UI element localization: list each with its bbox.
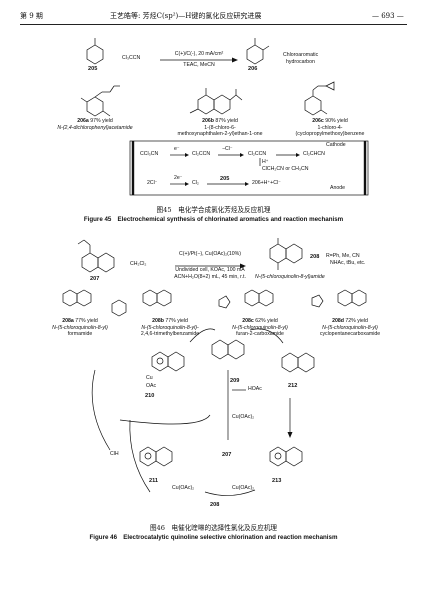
label-207: 207	[90, 276, 100, 282]
mech-cl2ccn-1: Cl₂CCN	[192, 151, 211, 157]
ex-206c-name-2: (cyclopropylmethoxy)benzene	[295, 131, 365, 137]
product-name-208: N-(5-chloroquinolin-8-yl)amide	[255, 274, 325, 280]
mech-proton: H⁺	[262, 159, 269, 165]
ex-208a-label: 208a	[62, 318, 74, 324]
benzene-206	[246, 38, 270, 65]
mech-bottom: ClCH₂CN or CH₃CN	[262, 166, 309, 172]
mech-minus-cl: −Cl⁻	[222, 146, 233, 152]
mech-electron: e⁻	[174, 146, 180, 152]
product-desc-2: hydrocarbon	[286, 59, 315, 65]
cycle-cuoac2-c: Cu(OAc)₂	[232, 485, 255, 491]
cycle-clh: ClH	[110, 451, 119, 457]
anode-2e: 2e⁻	[174, 175, 183, 181]
caption-45-cn: 图45 电化学合成氯化芳烃及反应机理	[156, 206, 271, 214]
cycle-oac-210: OAc	[146, 383, 157, 389]
ex-208c: 208c 62% yield	[220, 318, 300, 325]
cycle-211: 211	[149, 478, 159, 484]
ex-206b-name-1: 1-(8-chloro-6-	[204, 125, 236, 131]
ex-206a: 206a 97% yield	[50, 118, 140, 125]
ex-206c-yield: 90% yield	[325, 118, 348, 124]
ex-208d-yield: 72% yield	[345, 318, 368, 324]
caption-46-en: Figure 46 Electrocatalytic quinoline sel…	[89, 534, 338, 541]
anode-205: 205	[220, 176, 230, 182]
conditions-bottom-45: TEAC, MeCN	[183, 62, 215, 68]
cycle-hoac: HOAc	[248, 386, 262, 392]
ex-206c-name-1: 1-chloro-4-	[317, 125, 343, 131]
label-205: 205	[88, 66, 98, 72]
reagent-cl3ccn: Cl₃CCN	[122, 55, 141, 61]
ex-206b-yield: 87% yield	[215, 118, 238, 124]
ex-206c: 206c 90% yield	[280, 118, 380, 125]
ex-208c-name-2: furan-2-carboxamide	[236, 331, 284, 337]
ex-208a-name-2: formamide	[67, 331, 93, 337]
r-definition: R=Ph, Me, CN	[326, 253, 360, 259]
ex-208a-name-1: N-(5-chloroquinolin-8-yl)	[52, 325, 108, 331]
cycle-209: 209	[230, 378, 240, 384]
ex-206b: 206b 87% yield	[165, 118, 275, 125]
reagent-ch2cl2: CH₂Cl₂	[130, 261, 147, 267]
benzene-205	[86, 38, 104, 65]
ex-208b: 208b 77% yield	[130, 318, 210, 325]
cycle-210: 210	[145, 393, 155, 399]
ex-208a: 208a 77% yield	[40, 318, 120, 325]
cycle-cu-210: Cu	[146, 375, 153, 381]
ex-208d-name-2: cyclopentanecarboxamide	[319, 331, 381, 337]
cycle-208: 208	[210, 502, 220, 508]
caption-46-cn: 图46 电催化喹啉的选择性氯化及反应机理	[149, 524, 278, 532]
structure-206c	[304, 81, 335, 116]
cathode-label: Cathode	[326, 142, 346, 148]
ex-206a-yield: 97% yield	[90, 118, 113, 124]
label-208: 208	[310, 254, 320, 260]
structure-206b	[189, 88, 243, 115]
mechanism-box	[129, 140, 369, 196]
conditions-top-45: C(+)/C(-), 20 mA/cm²	[174, 51, 224, 57]
anode-2cl: 2Cl⁻	[147, 180, 158, 186]
ex-206a-label: 206a	[77, 118, 89, 124]
quinoline-208	[269, 238, 303, 270]
ex-208a-yield: 77% yield	[75, 318, 98, 324]
structure-206a	[80, 85, 120, 117]
mech-cl3ccn: CCl₃CN	[140, 151, 159, 157]
ex-208b-label: 208b	[152, 318, 164, 324]
product-desc-1: Chloroaromatic	[283, 52, 319, 58]
catalytic-cycle	[91, 328, 315, 496]
ex-208b-name-1: N-(5-chloroquinolin-8-yl)-	[141, 325, 199, 331]
ex-206a-name: N-(2,4-dichlorophenyl)acetamide	[57, 125, 133, 131]
cycle-213: 213	[272, 478, 282, 484]
running-title: 王艺皓等: 芳烃C(sp²)—H键的氯化反应研究进展	[110, 12, 262, 20]
structures-208a-d	[62, 289, 367, 317]
page-number: — 693 —	[372, 12, 404, 20]
ex-208b-name-2: 2,4,6-trimethylbenzamide	[140, 331, 200, 337]
caption-45-en: Figure 45 Electrochemical synthesis of c…	[83, 216, 344, 223]
cycle-207: 207	[222, 452, 232, 458]
anode-product: 206+H⁺+Cl⁻	[252, 180, 281, 186]
anode-label: Anode	[330, 185, 346, 191]
ex-206b-label: 206b	[202, 118, 214, 124]
ex-208c-yield: 62% yield	[255, 318, 278, 324]
r-definition-2: NHAc, tBu, etc.	[330, 260, 366, 266]
ex-208c-label: 208c	[242, 318, 254, 324]
cycle-212: 212	[288, 383, 298, 389]
cond-46-1: C(+)/Pt(−), Cu(OAc)₂(10%)	[179, 251, 241, 257]
label-206: 206	[248, 66, 258, 72]
ex-208d-name-1: N-(5-chloroquinolin-8-yl)	[322, 325, 378, 331]
ex-208c-name-1: N-(5-chloroquinolin-8-yl)	[232, 325, 288, 331]
header-rule	[20, 24, 407, 25]
ex-208b-yield: 77% yield	[165, 318, 188, 324]
quinoline-207	[77, 239, 115, 273]
anode-cl2: Cl₂	[192, 180, 199, 186]
ex-208d: 208d 72% yield	[310, 318, 390, 325]
cond-46-2: Undivided cell, KOAc, 100 mA	[175, 267, 245, 273]
cond-46-3: ACN+H₂O(8+2) mL, 45 min, r.t.	[174, 274, 246, 280]
ex-206b-name-2: methoxynaphthalen-2-yl)ethan-1-one	[177, 131, 263, 137]
ex-206c-label: 206c	[312, 118, 324, 124]
cycle-cuoac2-b: Cu(OAc)₂	[172, 485, 195, 491]
mech-cl2ccn-2: Cl₂CCN	[248, 151, 267, 157]
mech-cl2chcn: Cl₂CHCN	[303, 151, 325, 157]
ex-208d-label: 208d	[332, 318, 344, 324]
cycle-cuoac2-a: Cu(OAc)₂	[232, 414, 255, 420]
page-issue: 第 9 期	[20, 12, 43, 20]
